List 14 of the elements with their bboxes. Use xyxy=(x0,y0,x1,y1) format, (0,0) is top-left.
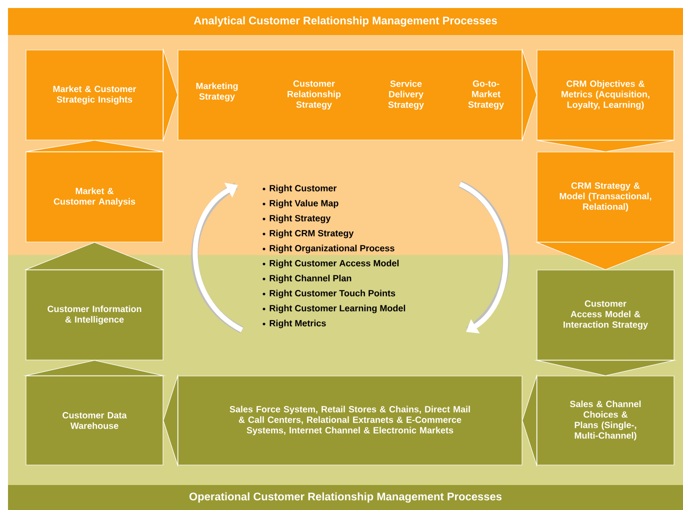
bullet-item: Right Customer Learning Model xyxy=(270,304,406,314)
bullet-item: Right Channel Plan xyxy=(270,274,352,284)
bullet-item: Right CRM Strategy xyxy=(270,230,354,238)
bullet-item: Right Customer Touch Points xyxy=(270,290,396,298)
bullet-item: Right Customer xyxy=(270,184,337,194)
bullet-item: Right Metrics xyxy=(270,320,326,328)
chevron-arrow xyxy=(536,140,675,152)
bullet-item: Right Organizational Process xyxy=(270,244,394,254)
bullet-item: Right Strategy xyxy=(270,214,331,224)
section-header: Analytical Customer Relationship Management Processes xyxy=(8,8,683,35)
bullet-item: Right Customer Access Model xyxy=(270,260,399,268)
chevron-arrow xyxy=(25,140,164,152)
bullet-item: Right Value Map xyxy=(270,200,338,208)
section-header: Operational Customer Relationship Management Processes xyxy=(8,485,683,510)
